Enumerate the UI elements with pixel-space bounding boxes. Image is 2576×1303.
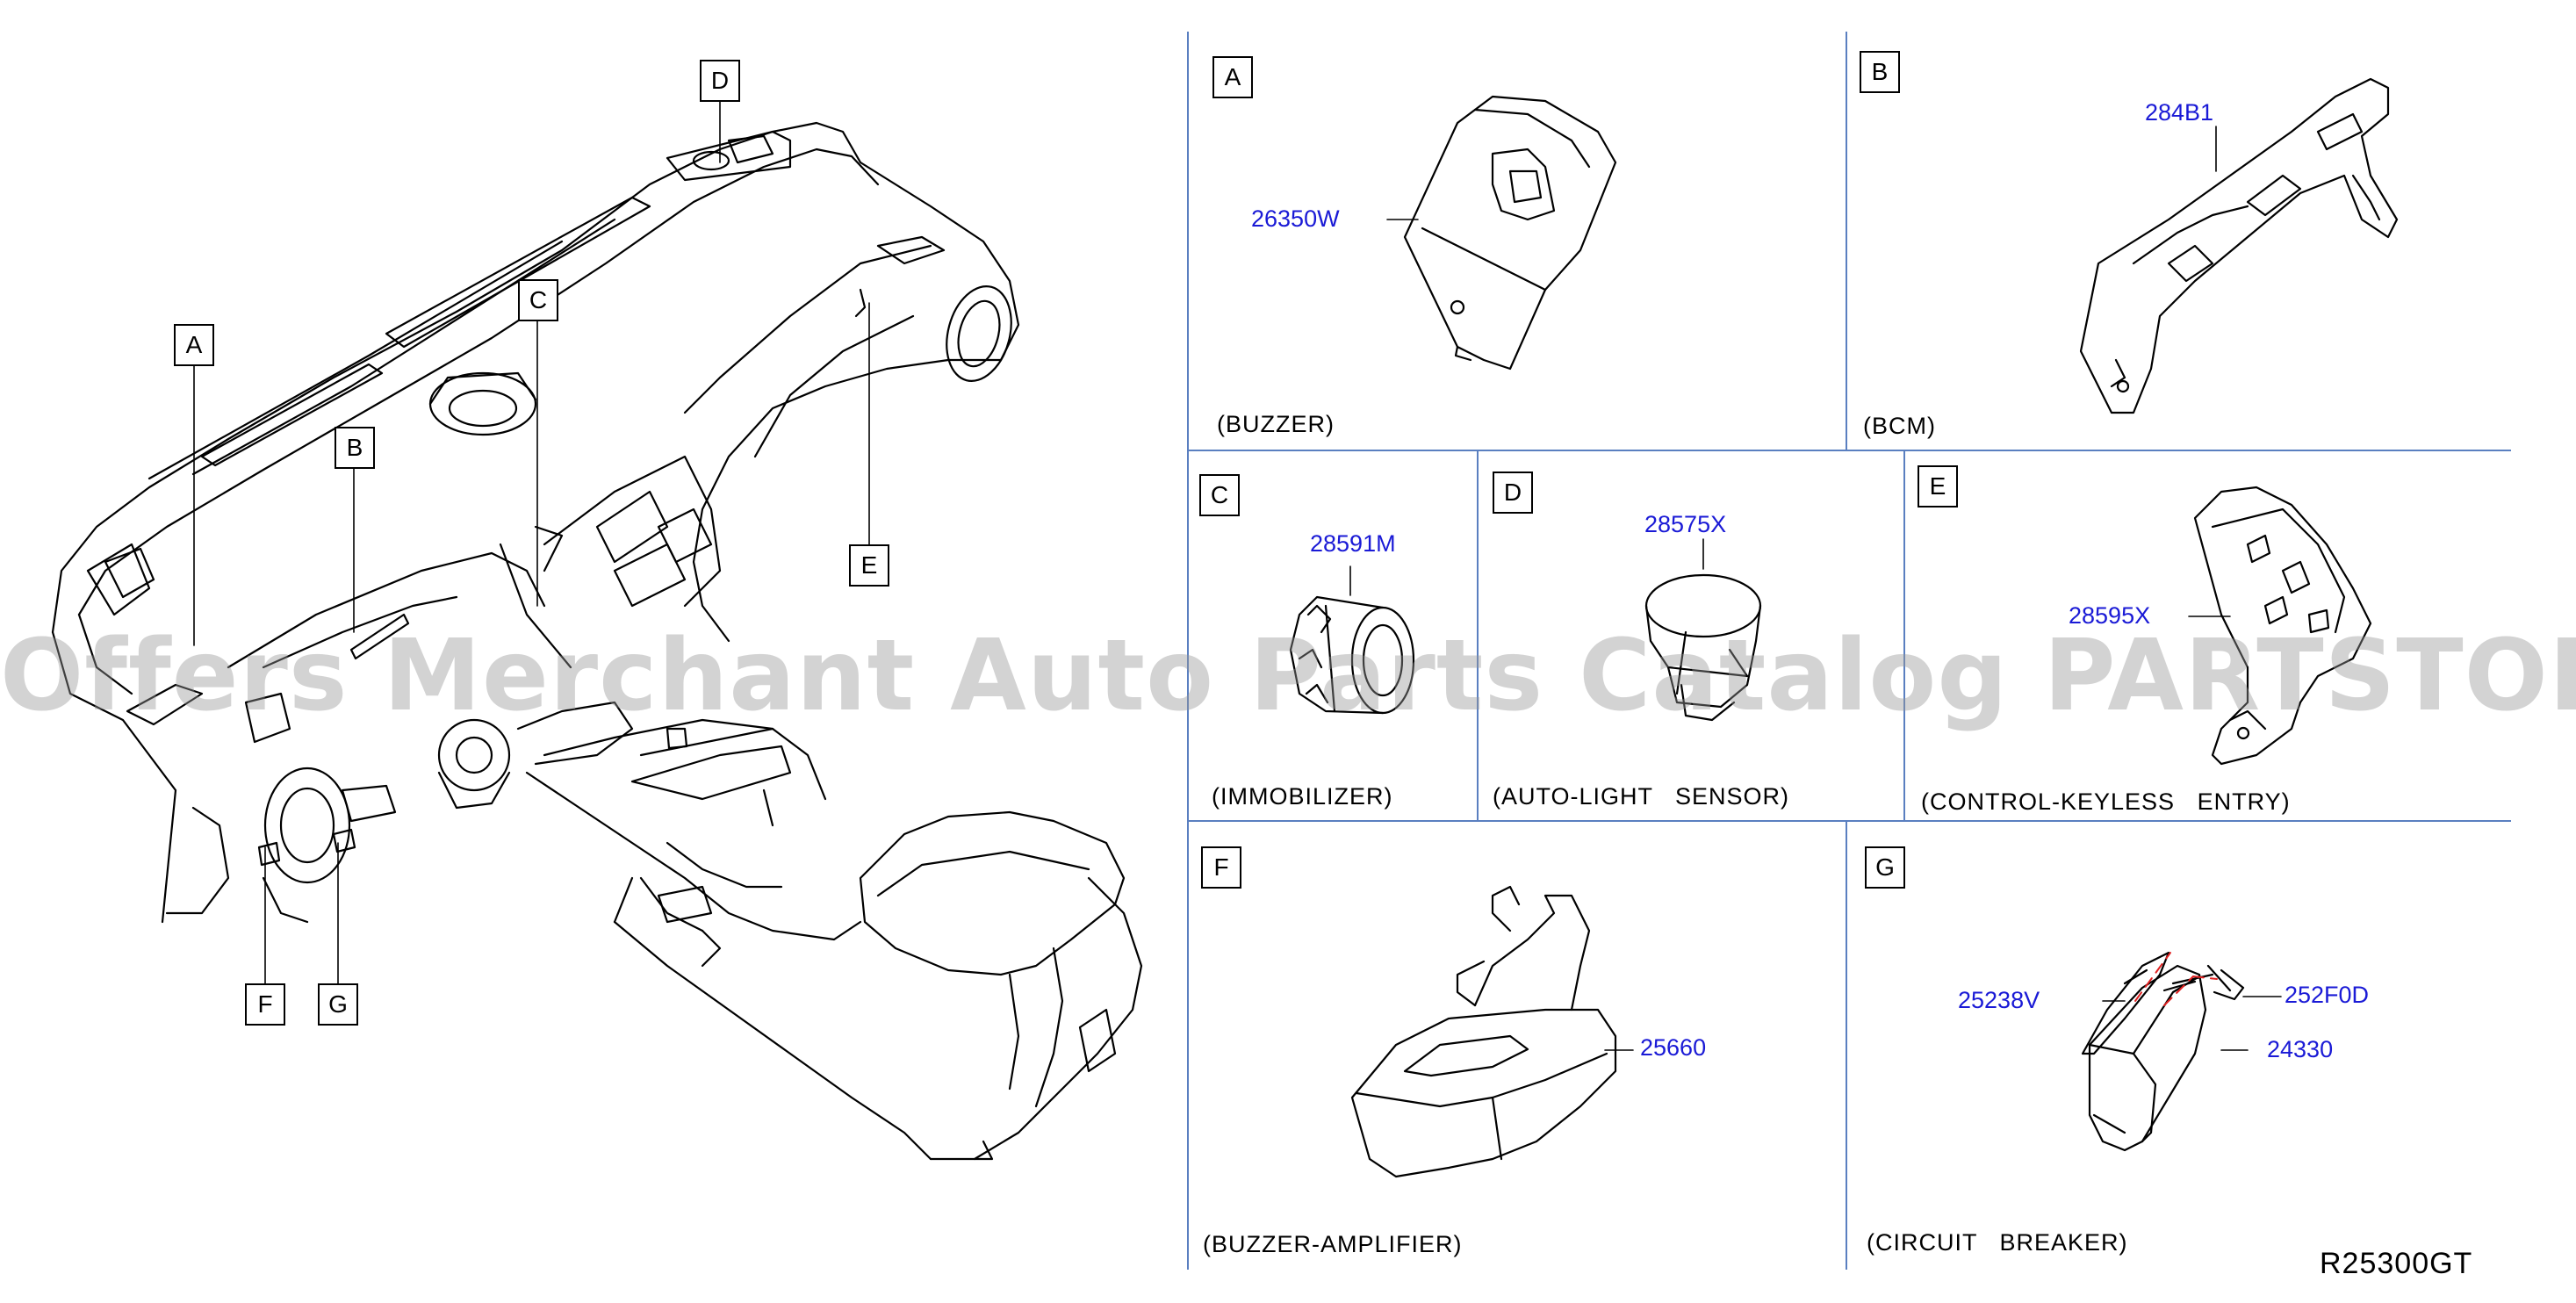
panel-divider-horizontal-1 — [1187, 450, 2511, 451]
panel-divider-horizontal-2 — [1187, 820, 2511, 822]
panel-d-letter: D — [1493, 472, 1533, 514]
immobilizer-drawing — [1289, 595, 1415, 715]
auto-light-sensor-drawing — [1644, 573, 1762, 722]
callout-a: A — [174, 324, 214, 366]
panel-divider-vertical-main — [1187, 32, 1189, 1270]
control-keyless-entry-drawing — [2193, 486, 2372, 766]
part-number-252f0d[interactable]: 252F0D — [2285, 982, 2370, 1008]
buzzer-amplifier-drawing — [1350, 885, 1617, 1178]
watermark: Offers Merchant Auto Parts Catalog PARTS… — [0, 619, 2576, 733]
panel-g-caption: (CIRCUIT BREAKER) — [1867, 1229, 2128, 1256]
panel-f-letter: F — [1201, 846, 1241, 889]
callout-e: E — [849, 544, 889, 587]
panel-g-letter: G — [1865, 846, 1905, 889]
callout-c: C — [518, 279, 558, 321]
panel-divider-vertical-row2a — [1477, 450, 1479, 820]
panel-c-letter: C — [1199, 474, 1240, 516]
circuit-breaker-drawing — [2081, 951, 2245, 1152]
panel-a-letter: A — [1212, 56, 1253, 98]
panel-f-caption: (BUZZER-AMPLIFIER) — [1203, 1231, 1463, 1257]
panel-b-caption: (BCM) — [1863, 413, 1936, 439]
callout-f: F — [245, 983, 285, 1026]
part-number-28591m[interactable]: 28591M — [1310, 530, 1396, 557]
callout-d: D — [700, 60, 740, 102]
panel-a-caption: (BUZZER) — [1217, 411, 1335, 437]
part-number-25238v[interactable]: 25238V — [1958, 987, 2040, 1013]
bcm-drawing — [2079, 77, 2399, 414]
panel-d-caption: (AUTO-LIGHT SENSOR) — [1493, 783, 1790, 810]
panel-divider-vertical-row3 — [1846, 820, 1847, 1270]
buzzer-drawing — [1403, 95, 1617, 371]
part-number-28595x[interactable]: 28595X — [2069, 602, 2151, 629]
instrument-panel-drawing — [51, 121, 1143, 1161]
part-number-28575x[interactable]: 28575X — [1644, 511, 1727, 537]
document-number: R25300GT — [2320, 1247, 2473, 1280]
panel-b-letter: B — [1860, 51, 1900, 93]
panel-divider-vertical-row1 — [1846, 32, 1847, 450]
panel-e-caption: (CONTROL-KEYLESS ENTRY) — [1921, 788, 2291, 815]
panel-e-letter: E — [1918, 465, 1958, 508]
callout-b: B — [335, 427, 375, 469]
panel-c-caption: (IMMOBILIZER) — [1212, 783, 1393, 810]
part-number-26350w[interactable]: 26350W — [1251, 205, 1340, 232]
part-number-284b1[interactable]: 284B1 — [2145, 99, 2214, 126]
part-number-24330[interactable]: 24330 — [2267, 1036, 2334, 1062]
part-number-25660[interactable]: 25660 — [1640, 1034, 1707, 1061]
callout-g: G — [318, 983, 358, 1026]
panel-divider-vertical-row2b — [1903, 450, 1905, 820]
